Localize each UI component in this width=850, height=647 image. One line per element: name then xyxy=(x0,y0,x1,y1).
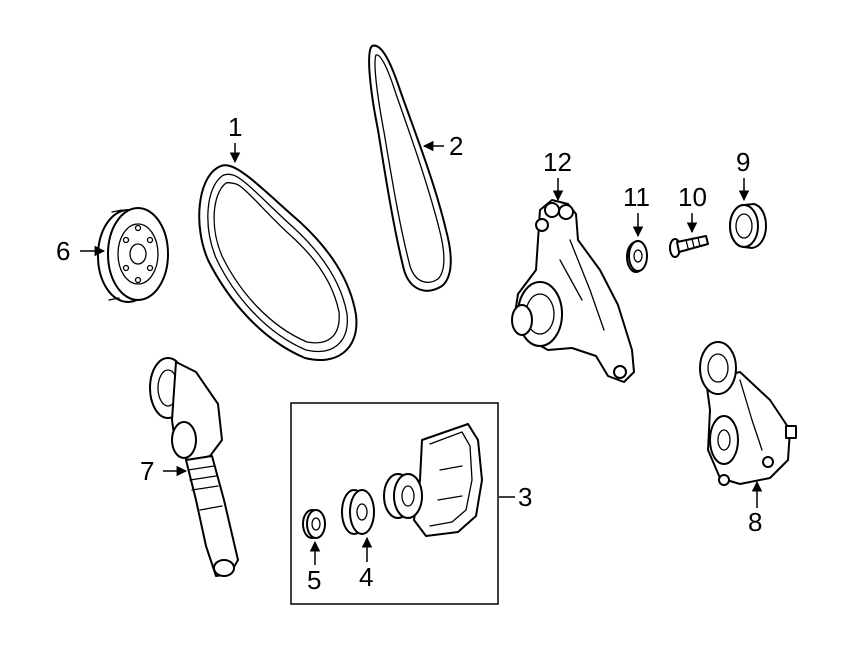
callout-6: 6 xyxy=(56,236,70,266)
callout-1: 1 xyxy=(228,112,242,142)
belt-tensioner[interactable] xyxy=(699,341,797,486)
tensioner-damper[interactable] xyxy=(149,357,239,577)
callout-4: 4 xyxy=(359,562,373,592)
pump-bracket[interactable] xyxy=(511,199,635,383)
serpentine-belt[interactable] xyxy=(198,164,358,361)
dust-cap[interactable] xyxy=(302,509,326,539)
callout-9: 9 xyxy=(736,147,750,177)
callout-3: 3 xyxy=(518,482,532,512)
callout-7: 7 xyxy=(140,456,154,486)
kit-box xyxy=(290,402,499,605)
idler-bracket-assembly[interactable] xyxy=(383,423,483,537)
bearing[interactable] xyxy=(729,203,767,249)
idler-pulley[interactable] xyxy=(341,489,375,535)
bolt[interactable] xyxy=(669,235,709,258)
callout-2: 2 xyxy=(449,131,463,161)
washer[interactable] xyxy=(626,240,648,273)
callout-8: 8 xyxy=(748,507,762,537)
v-belt[interactable] xyxy=(368,44,452,292)
callout-11: 11 xyxy=(623,182,650,212)
crankshaft-pulley[interactable] xyxy=(97,207,169,303)
callout-5: 5 xyxy=(307,565,321,595)
callout-10: 10 xyxy=(678,182,707,212)
callout-12: 12 xyxy=(543,147,572,177)
